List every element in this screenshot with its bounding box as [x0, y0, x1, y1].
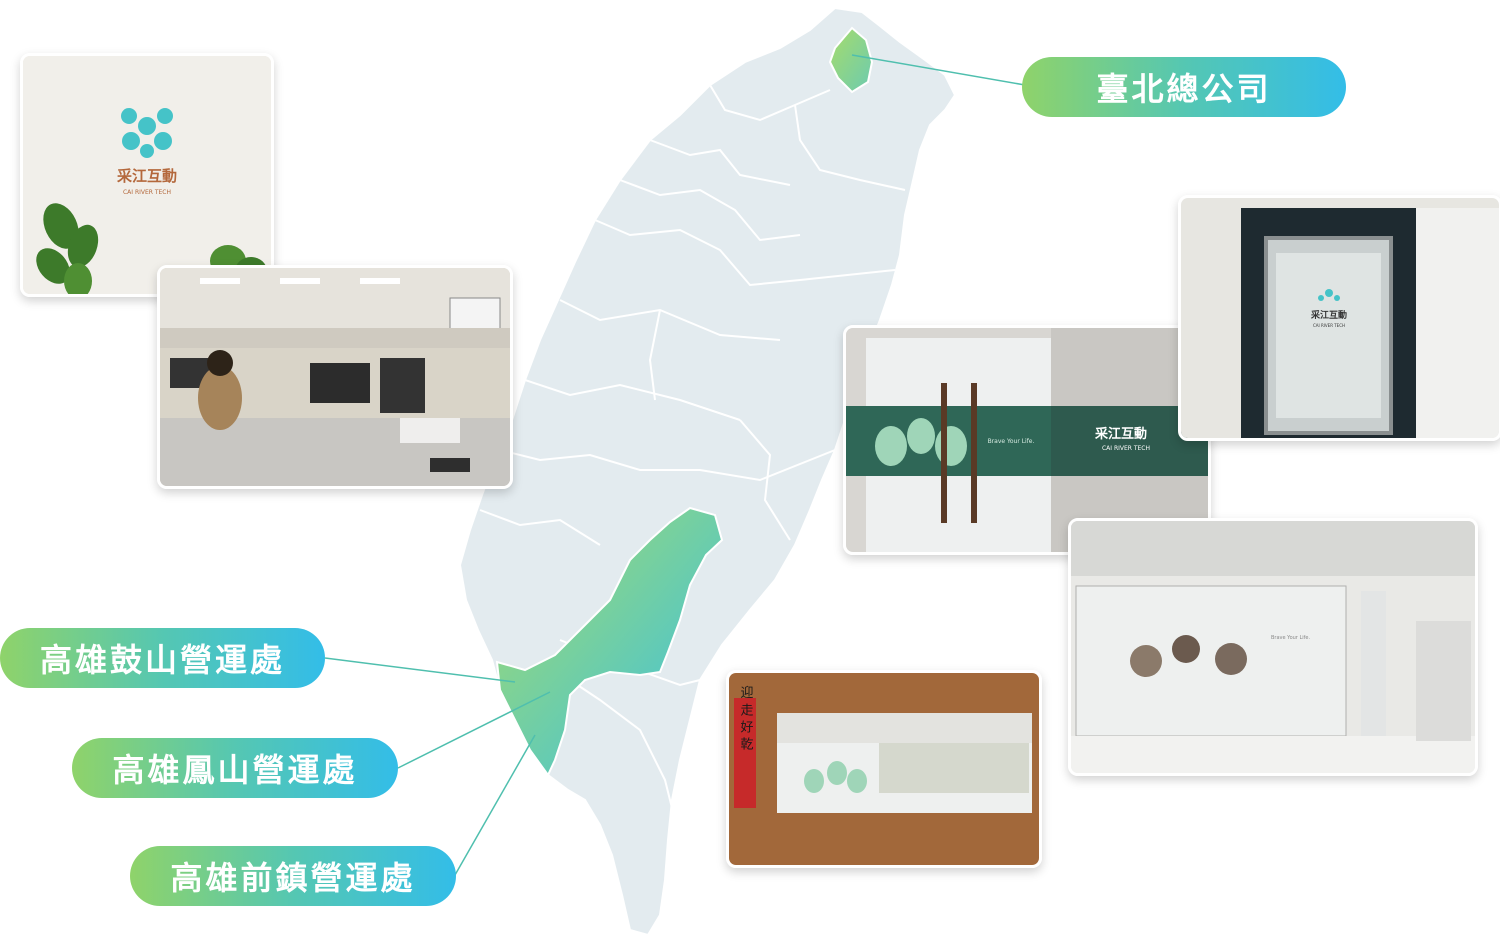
door-brand-en: CAI RIVER TECH [1313, 323, 1345, 328]
company-logo-icon [121, 108, 173, 158]
entrance-brand-en: CAI RIVER TECH [1102, 445, 1150, 452]
photo-wood-frame-window: 迎 走 好 乾 [726, 670, 1042, 868]
window-slogan: Brave Your Life. [1271, 635, 1310, 641]
entrance-brand-cn: 采江互動 [1094, 426, 1147, 442]
entrance-slogan: Brave Your Life. [988, 438, 1035, 445]
banner-text: 迎 走 好 乾 [738, 686, 754, 752]
location-kaohsiung-fengshan[interactable]: 高雄鳳山營運處 [72, 738, 398, 798]
photo-entrance-doors: Brave Your Life. 采江互動 CAI RIVER TECH [843, 325, 1211, 555]
taipei-region [828, 26, 874, 94]
door-brand-cn: 采江互動 [1310, 309, 1347, 321]
kaohsiung-region [495, 506, 724, 777]
location-taipei-hq[interactable]: 臺北總公司 [1022, 57, 1346, 117]
leaf-graphic-icon [875, 418, 967, 466]
reception-brand-cn: 采江互動 [116, 167, 177, 185]
reception-brand-en: CAI RIVER TECH [123, 189, 171, 196]
leaf-graphic-icon [804, 761, 867, 793]
photo-glass-door: 采江互動 CAI RIVER TECH [1178, 195, 1500, 441]
location-kaohsiung-gushan[interactable]: 高雄鼓山營運處 [0, 628, 325, 688]
location-kaohsiung-qianzhen[interactable]: 高雄前鎮營運處 [130, 846, 456, 906]
photo-office-workspace [157, 265, 513, 489]
photo-storefront: Brave Your Life. [1068, 518, 1478, 776]
leader-lines [324, 54, 1026, 876]
plant-left [36, 203, 99, 294]
photo-reception-wall: 采江互動 CAI RIVER TECH [20, 53, 274, 297]
